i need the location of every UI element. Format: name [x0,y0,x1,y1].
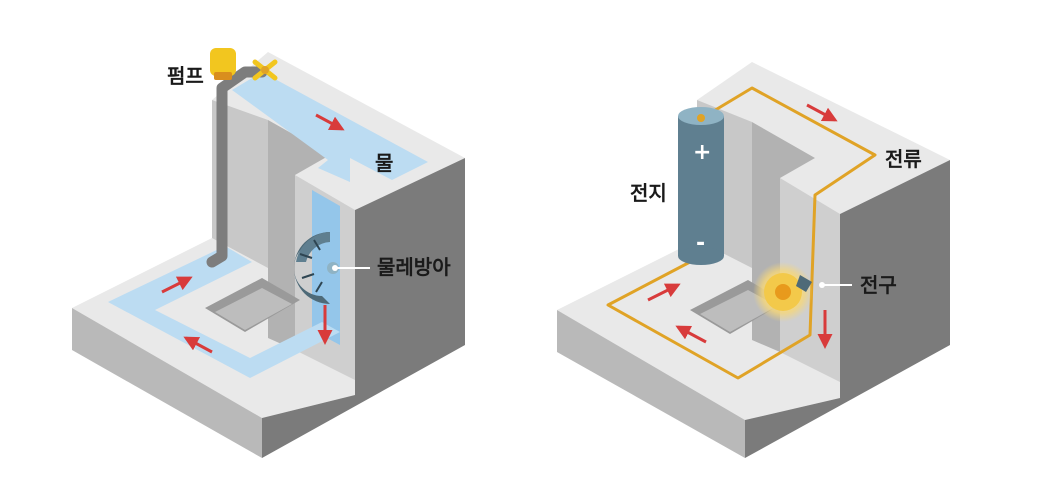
circuit-block-right-face [745,160,950,458]
water-block-left-face [72,308,262,458]
water-fall [312,190,340,345]
water-flow-arrow [183,336,213,354]
water-flow-arrows [161,113,345,354]
water-diagram: 펌프 물 물레방아 [72,48,465,458]
battery-positive-sign: + [693,140,711,165]
water-pit-inner [215,288,292,330]
valve-icon[interactable] [252,59,278,81]
circuit-diagram: + - 전지 전류 전구 [557,62,950,458]
bulb-pointer-dot [819,282,825,288]
battery-label: 전지 [630,181,667,205]
current-flow-arrow [675,325,707,344]
current-flow-arrow [806,103,838,122]
water-label: 물 [375,151,393,175]
water-flow-arrow [315,113,345,131]
current-flow-arrows [647,103,838,349]
pump-pipe [206,66,268,268]
pump-label: 펌프 [167,64,204,88]
water-channel-lower [108,246,340,378]
current-label: 전류 [885,147,922,171]
battery-icon[interactable] [678,107,724,265]
water-flow-arrow [161,276,193,294]
circuit-wire [606,86,877,380]
waterwheel-pointer-dot [332,265,338,271]
bulb-label: 전구 [860,273,897,297]
battery-negative-sign: - [696,231,705,256]
circuit-block-left-face [557,310,745,458]
bulb-icon[interactable] [753,262,813,322]
pump-icon[interactable] [210,48,236,80]
current-flow-arrow [647,283,681,302]
waterwheel-label: 물레방아 [377,255,451,279]
water-block-right-face [262,158,465,458]
